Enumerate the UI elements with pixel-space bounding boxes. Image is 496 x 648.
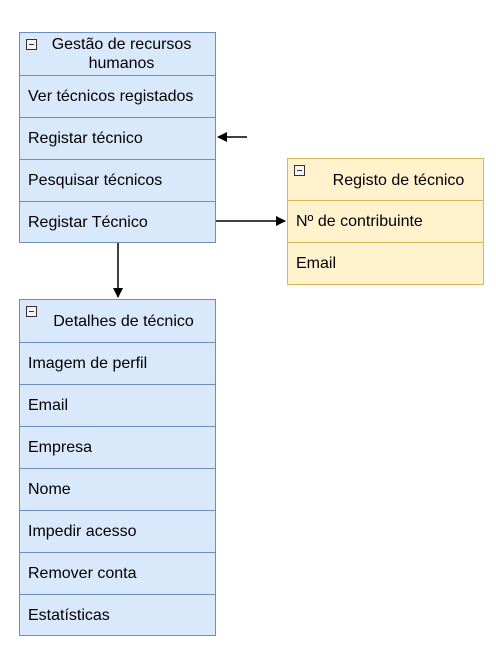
detalhes-item-email: Email	[20, 385, 215, 427]
hr-item-registar-tecnico-2: Registar Técnico	[28, 214, 148, 231]
detalhes-tecnico-header: Detalhes de técnico	[20, 300, 215, 343]
registo-tecnico-header: Registo de técnico	[288, 159, 483, 201]
registo-item-contribuinte: Nº de contribuinte	[288, 201, 483, 243]
detalhes-item-remover-conta: Remover conta	[20, 553, 215, 595]
registo-tecnico-title: Registo de técnico	[332, 172, 465, 189]
detalhes-item-impedir-acesso: Impedir acesso	[20, 511, 215, 553]
hr-item-ver-tecnicos: Ver técnicos registados	[20, 76, 215, 118]
hr-management-title: Gestão de recursos humanos	[51, 36, 192, 72]
hr-management-header: Gestão de recursos humanos	[20, 33, 215, 76]
collapse-icon[interactable]	[294, 165, 305, 176]
registo-item-email: Email	[296, 255, 337, 272]
registo-tecnico-box: Registo de técnico Nº de contribuinte Em…	[287, 158, 484, 285]
collapse-icon[interactable]	[26, 39, 37, 50]
collapse-icon[interactable]	[26, 306, 37, 317]
detalhes-tecnico-title: Detalhes de técnico	[53, 312, 194, 330]
detalhes-item-estatisticas: Estatísticas	[28, 607, 110, 624]
hr-item-pesquisar-tecnicos: Pesquisar técnicos	[20, 160, 215, 202]
detalhes-item-empresa: Empresa	[20, 427, 215, 469]
detalhes-item-imagem-perfil: Imagem de perfil	[20, 343, 215, 385]
hr-item-registar-tecnico: Registar técnico	[20, 118, 215, 160]
hr-management-box: Gestão de recursos humanos Ver técnicos …	[19, 32, 216, 243]
detalhes-item-nome: Nome	[20, 469, 215, 511]
detalhes-tecnico-box: Detalhes de técnico Imagem de perfil Ema…	[19, 299, 216, 636]
